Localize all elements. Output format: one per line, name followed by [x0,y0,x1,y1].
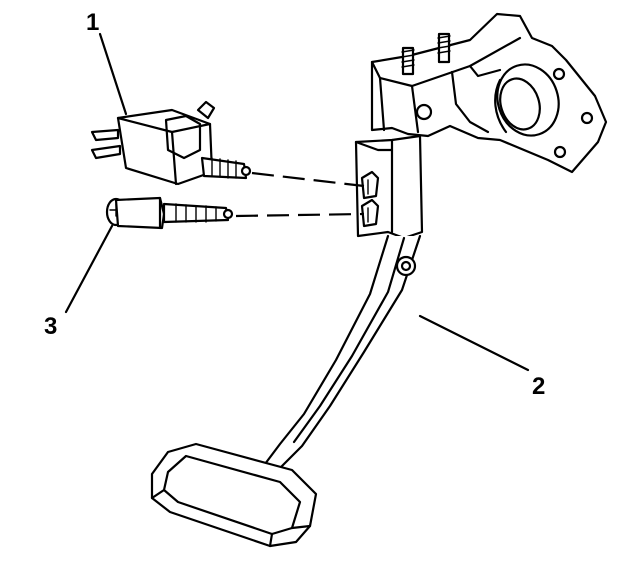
cruise-release-switch [105,196,234,230]
callout-leaders [64,32,530,372]
callout-1: 1 [86,9,99,36]
brake-pedal-pad [150,442,318,548]
callout-2: 2 [532,373,545,400]
brake-pedal-arm [260,134,424,474]
mounting-studs [401,32,451,76]
pedal-mounting-bracket [370,12,608,174]
callout-3: 3 [44,313,57,340]
installation-guide-lines [235,171,365,218]
stoplamp-switch [90,100,252,186]
